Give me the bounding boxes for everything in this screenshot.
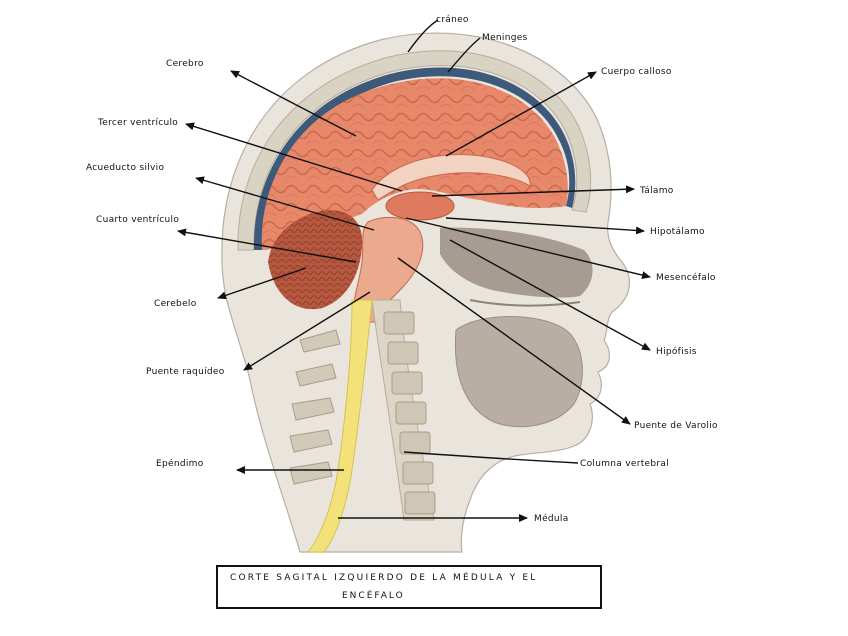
label-hipofisis: Hipófisis: [656, 346, 697, 357]
label-cuarto-ventriculo: Cuarto ventrículo: [96, 215, 179, 225]
label-puente-raquideo: Puente raquídeo: [146, 367, 225, 377]
caption-box: CORTE SAGITAL IZQUIERDO DE LA MÉDULA Y E…: [216, 565, 602, 609]
caption-line-2: ENCÉFALO: [342, 591, 405, 601]
label-tercer-ventriculo: Tercer ventrículo: [97, 118, 178, 128]
label-medula: Médula: [534, 513, 569, 524]
caption-line-1: CORTE SAGITAL IZQUIERDO DE LA MÉDULA Y E…: [230, 573, 538, 583]
label-talamo: Tálamo: [639, 186, 674, 196]
label-meninges: Meninges: [482, 33, 528, 43]
label-hipotalamo: Hipotálamo: [650, 227, 705, 237]
label-cuerpo-calloso: Cuerpo calloso: [601, 67, 672, 77]
label-cerebro: Cerebro: [166, 59, 204, 69]
label-puente-varolio: Puente de Varolio: [634, 421, 718, 431]
label-ependimo: Epéndimo: [156, 458, 204, 469]
head-silhouette: [222, 33, 630, 552]
label-cerebelo: Cerebelo: [154, 299, 197, 309]
label-craneo: cráneo: [436, 15, 469, 25]
label-mesencefalo: Mesencéfalo: [656, 272, 716, 283]
label-acueducto: Acueducto silvio: [86, 163, 164, 173]
label-columna: Columna vertebral: [580, 459, 669, 469]
